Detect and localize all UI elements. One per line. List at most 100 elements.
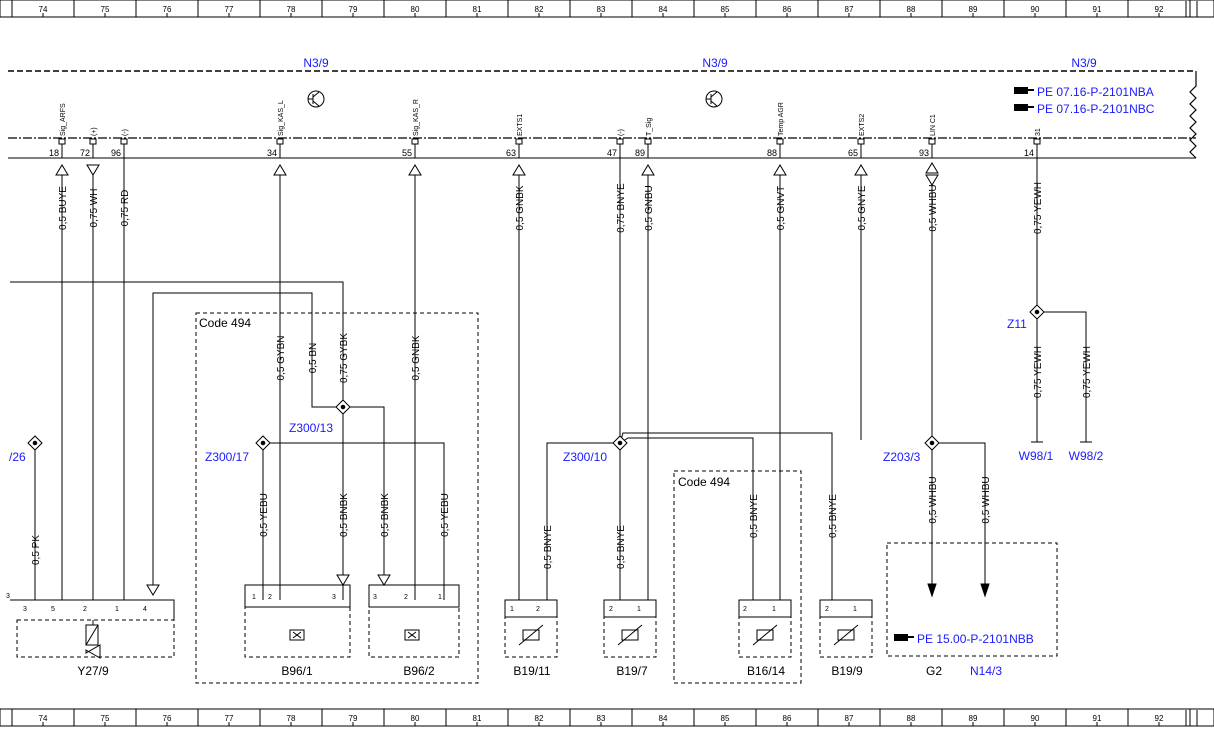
pointing-hand-icon [1014, 104, 1034, 111]
pin-signal-name: EXTS1 [517, 114, 524, 136]
wire-color-label: 0,75 WH [89, 189, 100, 228]
wire-color-label: 0,5 GNYE [857, 185, 868, 230]
pin-label: 2 [268, 594, 272, 601]
connector-pin: 72 (+) [80, 127, 98, 158]
pin-signal-name: (+) [91, 127, 98, 136]
temperature-sensor-icon [518, 624, 544, 646]
pin-label: 3 [373, 594, 377, 601]
temperature-sensor-icon [617, 624, 643, 646]
component-label-b16-14: B16/14 [747, 664, 785, 678]
grid-column-number: 92 [1155, 5, 1164, 14]
pin-label: 1 [438, 594, 442, 601]
wire-color-label: 0,5 GNBU [644, 185, 655, 231]
pin-label: 2 [536, 606, 540, 613]
grid-column-number: 82 [535, 5, 544, 14]
connector-pins: 18Sig_ARFS72(+)96(-)34Sig_KAS_L55Sig_KAS… [49, 99, 1042, 158]
ref-link-1[interactable]: PE 07.16-P-2101NBA [1014, 85, 1154, 99]
module-label-left: N3/9 [303, 56, 329, 70]
connector-pin: 88 Temp AGR [767, 102, 785, 158]
pin-number: 72 [80, 148, 90, 158]
pin-label: 5 [51, 606, 55, 613]
grid-column-number: 89 [969, 714, 978, 723]
pin-label: 2 [825, 606, 829, 613]
wire-color-label: 0,5 WHBU [981, 476, 992, 523]
pin-number: 93 [919, 148, 929, 158]
pin-label: 2 [743, 606, 747, 613]
pin-label: 2 [83, 606, 87, 613]
pin-signal-name: Temp AGR [778, 102, 785, 136]
pin-signal-name: LIN C1 [930, 114, 937, 136]
wire-color-label: 0,5 BNBK [339, 493, 350, 537]
fan-motor-icon [289, 629, 305, 641]
pin-signal-name: T_Sig [646, 118, 653, 136]
splice-label-z300-17: Z300/17 [205, 450, 249, 464]
grid-column-number: 75 [101, 714, 110, 723]
pin-number: 55 [402, 148, 412, 158]
option-code-label-2: Code 494 [678, 475, 730, 489]
option-boxes [195, 312, 1058, 684]
pointing-hand-icon [1014, 87, 1034, 94]
ref-link-2[interactable]: PE 07.16-P-2101NBC [1014, 102, 1155, 116]
connector-pin: 55 Sig_KAS_R [402, 99, 420, 158]
wire-color-label: 0,5 BN [308, 343, 319, 374]
pin-number: 88 [767, 148, 777, 158]
grid-column-number: 76 [163, 5, 172, 14]
component-label-g2: G2 [926, 664, 942, 678]
wire-color-label: 0,5 WHBU [928, 184, 939, 231]
splice-diamond-icon [924, 435, 940, 451]
option-code-label-1: Code 494 [199, 316, 251, 330]
grid-column-number: 76 [163, 714, 172, 723]
wire-color-label: 0,5 BNYE [828, 494, 839, 538]
splice-diamond-icon [255, 435, 271, 451]
pin-number: 89 [635, 148, 645, 158]
pin-label: 2 [609, 606, 613, 613]
wires [10, 158, 1087, 600]
wire-color-label: 0,75 RD [120, 190, 131, 227]
grid-column-number: 77 [225, 714, 234, 723]
pin-number: 65 [848, 148, 858, 158]
grid-column-number: 86 [783, 5, 792, 14]
wire-color-label: 0,5 GNVT [776, 186, 787, 230]
ref-link-3[interactable]: PE 15.00-P-2101NBB [894, 632, 1034, 646]
component-label-b96-2: B96/2 [403, 664, 435, 678]
pin-label: 3 [23, 606, 27, 613]
pin-label: 2 [404, 594, 408, 601]
pin-signal-name: Sig_KAS_L [278, 100, 285, 136]
reference-text[interactable]: PE 07.16-P-2101NBA [1037, 85, 1154, 99]
grid-column-number: 88 [907, 714, 916, 723]
wire-color-label: 0,5 YEBU [440, 493, 451, 537]
pin-label: 1 [853, 606, 857, 613]
ground-label-w98-2: W98/2 [1069, 449, 1104, 463]
pin-number: 34 [267, 148, 277, 158]
splice-diamond-icon [612, 435, 628, 451]
pin-label: 3 [6, 593, 10, 600]
grid-column-number: 91 [1093, 5, 1102, 14]
pin-label: 4 [143, 606, 147, 613]
grid-column-number: 85 [721, 5, 730, 14]
splice-points [27, 304, 1045, 451]
reference-text[interactable]: PE 07.16-P-2101NBC [1037, 102, 1155, 116]
pointing-hand-icon [894, 634, 914, 641]
component-label-b19-11: B19/11 [513, 664, 550, 678]
connector-pin: 93 LIN C1 [919, 114, 937, 158]
connector-pin: 47(-) [607, 129, 625, 158]
grid-column-number: 87 [845, 714, 854, 723]
grid-column-number: 90 [1031, 5, 1040, 14]
wire-color-label: 0,75 YEWH [1033, 182, 1044, 234]
pin-label: 1 [772, 606, 776, 613]
grid-column-number: 80 [411, 5, 420, 14]
pin-number: 14 [1024, 148, 1034, 158]
grid-column-number: 91 [1093, 714, 1102, 723]
wire-color-label: 0,5 BNYE [543, 525, 554, 569]
pin-signal-name: Sig_KAS_R [413, 99, 420, 136]
grid-column-number: 79 [349, 5, 358, 14]
pin-signal-name: Sig_ARFS [60, 103, 67, 136]
pin-signal-name: EXTS2 [859, 114, 866, 136]
reference-text[interactable]: PE 15.00-P-2101NBB [917, 632, 1034, 646]
wire-color-label: 0,5 BUYE [58, 186, 69, 230]
wire-color-label: 0,75 YEWH [1033, 346, 1044, 398]
